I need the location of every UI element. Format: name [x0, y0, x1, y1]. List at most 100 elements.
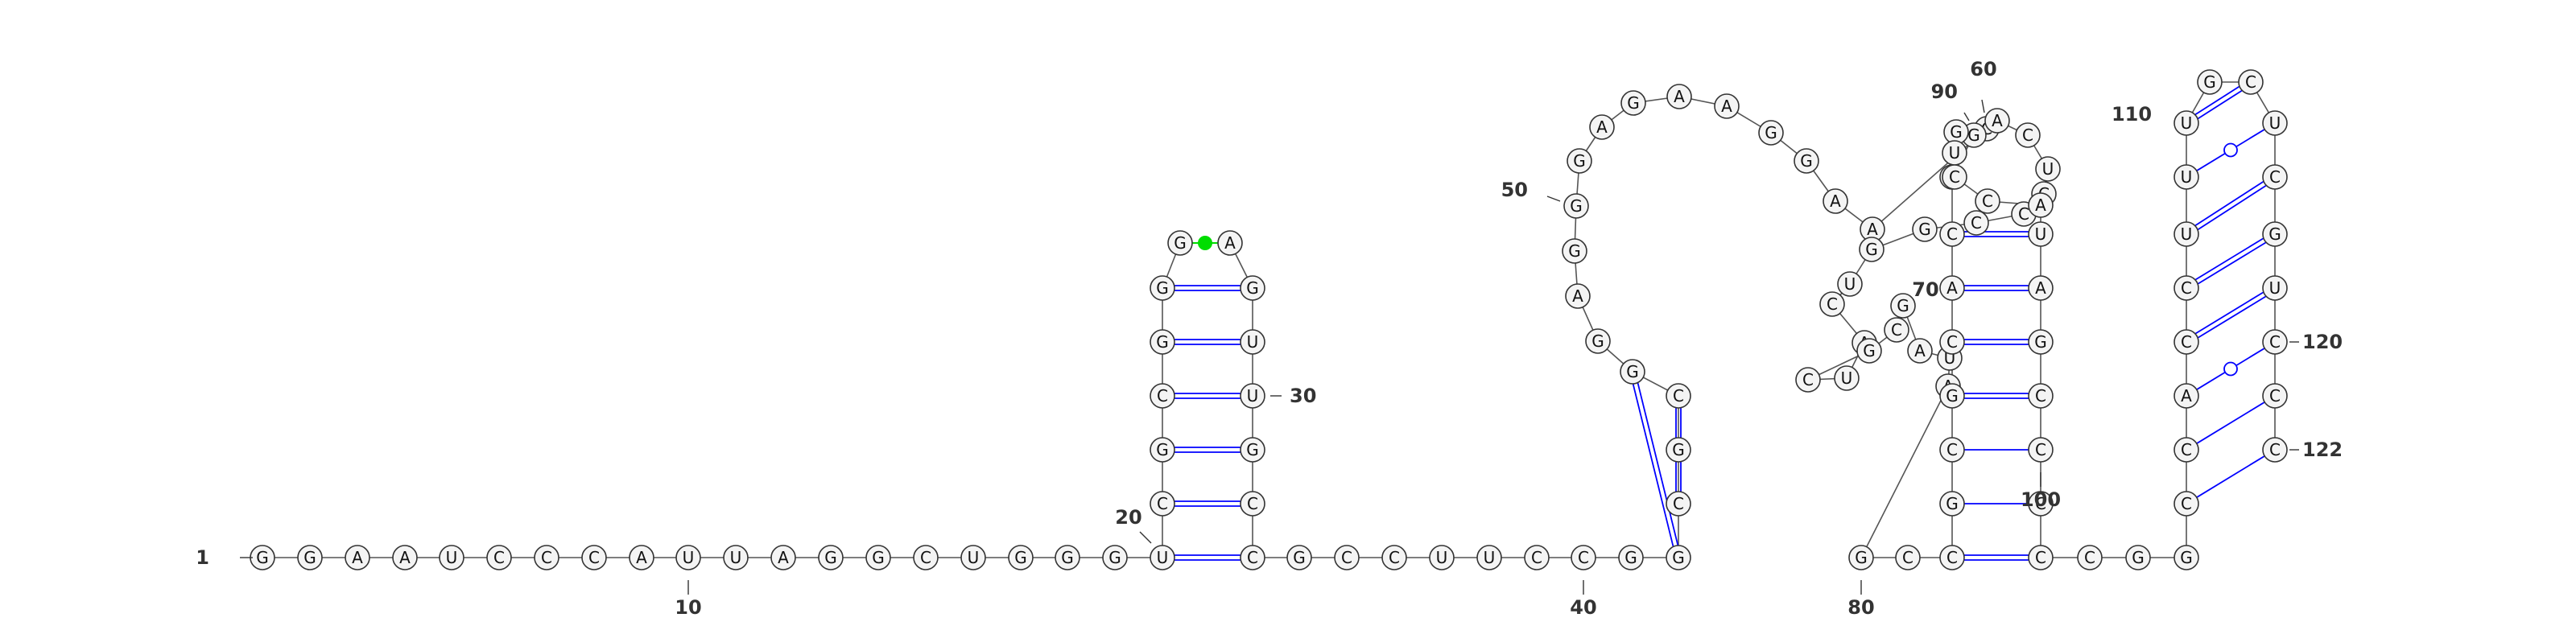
nucleotide-68: G [1859, 237, 1885, 262]
nucleotide-circle [392, 545, 418, 570]
nucleotide-15: C [913, 545, 939, 570]
nucleotide-87: A [1939, 275, 1965, 301]
nucleotide-61: A [1984, 108, 2010, 134]
nucleotide-118: G [2262, 221, 2288, 247]
nucleotide-77: A [1907, 338, 1933, 364]
nucleotide-letter: A [1946, 278, 1958, 298]
base-pair-line [2197, 241, 2267, 285]
nucleotide-58: A [1823, 188, 1848, 214]
nucleotide-circle [1618, 545, 1644, 570]
nucleotide-circle [2028, 383, 2054, 409]
nucleotide-circle [2174, 545, 2199, 570]
nucleotide-32: C [1240, 491, 1265, 517]
nucleotide-letter: C [2269, 167, 2281, 187]
nucleotide-letter: U [1484, 548, 1496, 567]
nucleotide-letter: G [1246, 440, 1259, 459]
nucleotide-19: G [1102, 545, 1128, 570]
nucleotide-letter: U [1247, 386, 1259, 406]
nucleotide-circle [2125, 545, 2151, 570]
nucleotide-letter: C [2245, 72, 2256, 92]
nucleotide-letter: G [1967, 126, 1980, 145]
nucleotide-circle [1939, 383, 1965, 409]
nucleotide-letter: G [303, 548, 316, 567]
nucleotide-circle [2262, 221, 2288, 247]
nucleotide-circle [2174, 221, 2199, 247]
nucleotide-letter: C [1902, 548, 1913, 567]
nucleotide-letter: A [778, 548, 789, 567]
nucleotide-circle [1476, 545, 1502, 570]
nucleotide-circle [2028, 192, 2054, 218]
nucleotide-letter: C [588, 548, 600, 567]
base-pair-line [1632, 384, 1674, 547]
nucleotide-circle [1562, 238, 1587, 264]
numbering-tick [1963, 112, 1970, 121]
nucleotide-circle [1150, 437, 1175, 463]
nucleotide-letter: G [2203, 72, 2216, 92]
nucleotide-letter: U [1844, 274, 1856, 294]
nucleotide-letter: G [2180, 548, 2193, 567]
nucleotide-62: C [2015, 122, 2041, 148]
nucleotide-86: C [1939, 329, 1965, 355]
nucleotide-circle [2028, 437, 2054, 463]
nucleotide-circle [1150, 545, 1175, 570]
nucleotide-letter: G [1800, 151, 1813, 171]
nucleotide-letter: A [1674, 87, 1685, 106]
base-pairs [1174, 85, 2267, 561]
nucleotide-16: U [960, 545, 986, 570]
nucleotide-29: U [1240, 329, 1265, 355]
nucleotide-letter: A [2035, 196, 2046, 215]
nucleotide-letter: A [1224, 233, 1236, 253]
nucleotide-circle [2028, 545, 2054, 570]
nucleotide-letter: C [1531, 548, 1542, 567]
nucleotide-letter: G [1626, 362, 1639, 381]
numbering-label-70: 70 [1912, 278, 1938, 301]
nucleotide-letter: C [1827, 294, 1838, 314]
nucleotide-31: G [1240, 437, 1265, 463]
nucleotide-53: G [1620, 90, 1646, 116]
nucleotide-14: G [865, 545, 891, 570]
nucleotide-circle [1666, 491, 1691, 517]
numbering-label-120: 120 [2302, 331, 2343, 353]
nucleotide-circle [2174, 383, 2199, 409]
nucleotide-circle [1942, 164, 1967, 190]
nucleotide-letter: A [1572, 286, 1583, 306]
nucleotide-letter: U [1436, 548, 1448, 567]
nucleotide-74: G [1856, 338, 1882, 364]
nucleotide-37: U [1429, 545, 1455, 570]
nucleotide-101: C [2028, 491, 2054, 517]
nucleotide-44: G [1666, 437, 1691, 463]
nucleotide-12: A [770, 545, 796, 570]
numbering-label-100: 100 [2021, 488, 2061, 511]
nucleotide-letter: G [1672, 440, 1685, 459]
nucleotide-circle [1524, 545, 1550, 570]
nucleotide-circle [1240, 491, 1265, 517]
nucleotide-119: U [2262, 275, 2288, 301]
nucleotide-letter: C [1946, 548, 1958, 567]
nucleotide-circle [2035, 156, 2061, 182]
nucleotide-circle [2197, 69, 2223, 95]
highlight-pair-marker [1198, 236, 1212, 250]
nucleotide-120: C [2262, 329, 2288, 355]
backbone [262, 81, 2276, 558]
nucleotide-letter: G [2034, 332, 2047, 352]
nucleotide-letter: G [1918, 220, 1931, 239]
nucleotide-63: U [2035, 156, 2061, 182]
nucleotide-33: C [1240, 545, 1265, 570]
nucleotide-letter: G [1765, 123, 1777, 142]
nucleotide-72: U [1834, 365, 1860, 391]
nucleotide-122: C [2262, 437, 2288, 463]
nucleotide-circle [1666, 545, 1691, 570]
nucleotide-circle [297, 545, 323, 570]
nucleotide-letter: G [1897, 296, 1909, 315]
nucleotide-circle [2262, 329, 2288, 355]
nucleotide-circle [2262, 383, 2288, 409]
nucleotide-35: C [1334, 545, 1360, 570]
nucleotide-letter: G [1950, 122, 1963, 142]
nucleotide-letter: C [1673, 386, 1684, 406]
nucleotide-letter: G [1573, 151, 1586, 171]
nucleotide-letter: C [2084, 548, 2095, 567]
nucleotide-circle [1666, 437, 1691, 463]
nucleotide-circle [1907, 338, 1933, 364]
nucleotide-letter: C [1949, 167, 1960, 187]
nucleotide-115: C [2238, 69, 2264, 95]
